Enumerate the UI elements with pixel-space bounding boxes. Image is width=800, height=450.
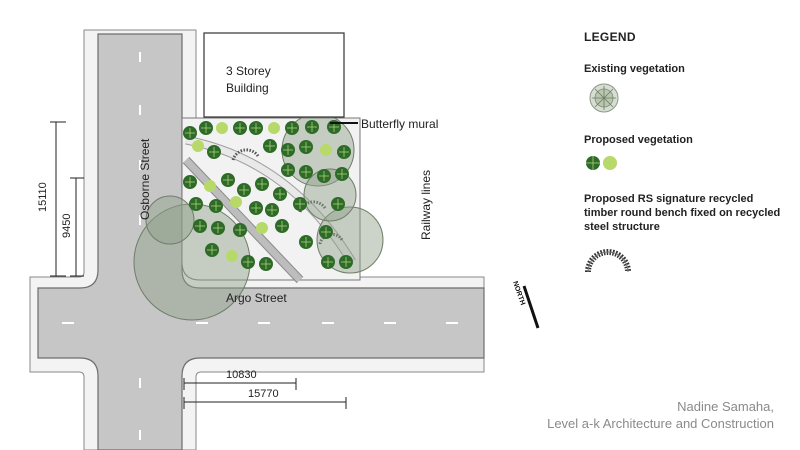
north-label: NORTH: [511, 280, 526, 306]
proposed-shrub: [230, 196, 242, 208]
railway-label: Railway lines: [419, 170, 433, 240]
credit-org: Level a-k Architecture and Construction: [547, 416, 774, 431]
legend-bench-label: Proposed RS signature recycled timber ro…: [584, 193, 781, 233]
proposed-vegetation: [183, 120, 353, 271]
round-bench-icon: [584, 248, 784, 281]
mural-label: Butterfly mural: [361, 117, 438, 131]
building-outline: [203, 32, 345, 118]
north-arrow-icon: NORTH: [511, 280, 540, 329]
legend: LEGEND Existing vegetation Proposed vege…: [584, 30, 784, 295]
proposed-shrub: [226, 250, 238, 262]
legend-proposed-label: Proposed vegetation: [584, 134, 693, 146]
osborne-street-label: Osborne Street: [138, 138, 152, 220]
proposed-shrub: [204, 180, 216, 192]
proposed-shrub: [192, 140, 204, 152]
dimension-lines: [50, 121, 347, 409]
credit-name: Nadine Samaha,: [677, 399, 774, 414]
building-label-line1: 3 Storey: [226, 64, 271, 78]
proposed-plant-icon: [584, 153, 784, 178]
argo-street-label: Argo Street: [226, 291, 287, 305]
proposed-shrub: [216, 122, 228, 134]
legend-title: LEGEND: [584, 30, 636, 44]
dimension-9450: 9450: [61, 214, 73, 238]
dimension-15110: 15110: [37, 182, 49, 212]
credit: Nadine Samaha, Level a-k Architecture an…: [547, 398, 774, 432]
dimension-15770: 15770: [248, 388, 279, 400]
legend-existing-label: Existing vegetation: [584, 63, 685, 75]
dimension-10830: 10830: [226, 369, 257, 381]
building-label-line2: Building: [226, 81, 269, 95]
proposed-shrub: [256, 222, 268, 234]
proposed-shrub: [320, 144, 332, 156]
proposed-shrub: [268, 122, 280, 134]
existing-tree-icon: [584, 82, 784, 119]
